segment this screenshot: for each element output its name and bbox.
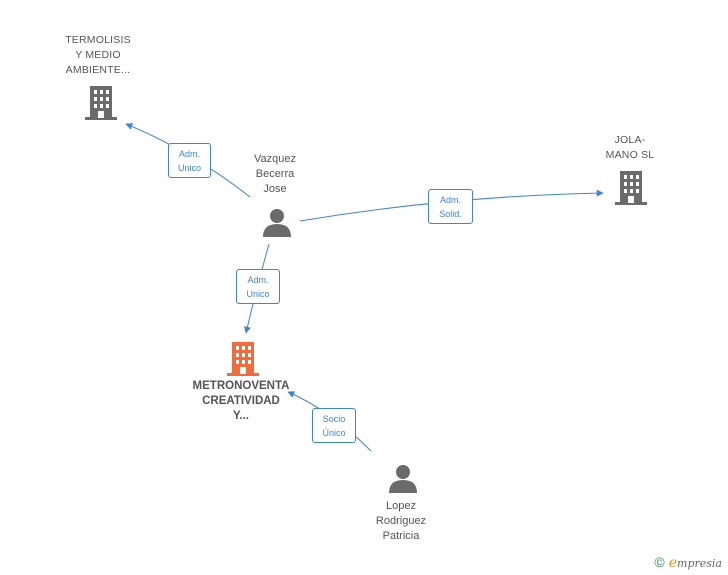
node-label-vazquez[interactable]: Vazquez Becerra Jose (225, 152, 325, 197)
node-label-line: Jose (263, 183, 287, 195)
copyright-symbol: © (654, 554, 665, 570)
edge-label-adm-solid: Adm. Solid. (428, 189, 473, 224)
node-label-line: MANO SL (605, 149, 655, 161)
node-label-line: Patricia (382, 530, 420, 542)
node-label-line: JOLA- (614, 134, 646, 146)
edge-label-line: Socio (322, 414, 346, 424)
node-label-line: METRONOVENTA (192, 380, 290, 392)
node-label-line: Y MEDIO (75, 49, 121, 61)
node-label-line: Y... (233, 410, 249, 422)
node-label-line: Becerra (255, 168, 295, 180)
node-label-termolisis[interactable]: TERMOLISIS Y MEDIO AMBIENTE... (48, 33, 148, 78)
edge-label-line: Unico (246, 289, 270, 299)
edge-label-adm-unico: Adm. Unico (168, 143, 211, 178)
edge-label-socio-unico: Socio Único (312, 408, 356, 443)
empresia-watermark: ©empresia (654, 554, 722, 571)
brand-initial: e (668, 555, 678, 571)
node-label-jolamano[interactable]: JOLA- MANO SL (580, 133, 680, 163)
node-label-line: Vazquez (254, 153, 296, 165)
edge-label-line: Solid. (439, 209, 462, 219)
node-label-line: Lopez (386, 500, 416, 512)
edge-label-line: Unico (177, 163, 201, 173)
node-label-line: TERMOLISIS (65, 34, 131, 46)
node-label-lopez[interactable]: Lopez Rodriguez Patricia (351, 499, 451, 544)
person-icon[interactable] (262, 207, 292, 242)
edge-label-line: Adm. (247, 275, 269, 285)
edge-label-adm-unico: Adm. Unico (236, 269, 280, 304)
edge-label-line: Único (322, 428, 346, 438)
node-label-line: CREATIVIDAD (202, 395, 280, 407)
edge-label-line: Adm. (178, 149, 200, 159)
brand-logo: empresia (668, 555, 722, 571)
building-icon[interactable] (227, 341, 259, 381)
node-label-line: AMBIENTE... (65, 64, 131, 76)
edge-label-line: Adm. (439, 195, 461, 205)
node-label-metronoventa[interactable]: METRONOVENTA CREATIVIDAD Y... (176, 379, 306, 424)
node-label-line: Rodriguez (375, 515, 427, 527)
building-icon[interactable] (615, 170, 647, 210)
brand-rest: mpresia (677, 557, 722, 570)
building-icon[interactable] (85, 85, 117, 125)
person-icon[interactable] (388, 463, 418, 498)
